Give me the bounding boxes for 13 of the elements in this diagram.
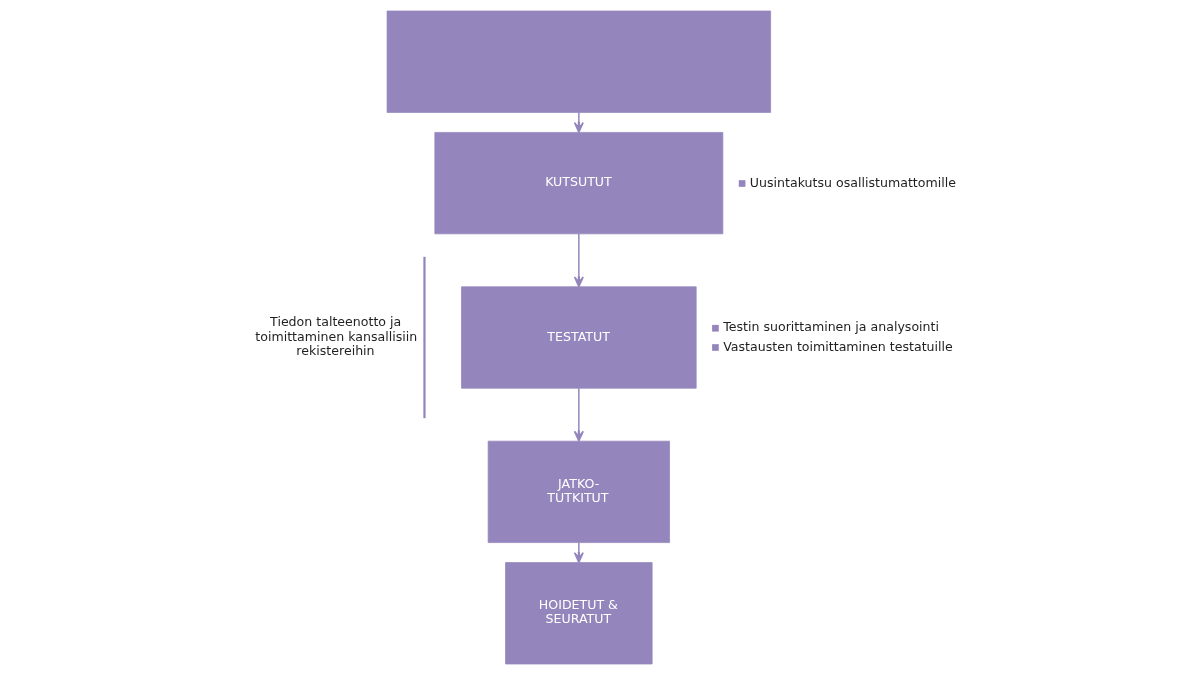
node-label: Vastausten toimittaminen testatuille (722, 338, 953, 354)
arrow (573, 233, 584, 288)
arrow (573, 387, 584, 442)
arrow (573, 111, 584, 133)
node-box (386, 10, 771, 113)
node-box: JATKO- TUTKITUT (487, 440, 670, 543)
node-box: TESTATUT (460, 286, 697, 389)
node-label: Uusintakutsu osallistumattomille (749, 174, 956, 190)
arrow (573, 542, 584, 564)
node-box: KUTSUTUT (433, 132, 723, 235)
label: Tiedon talteenotto ja toimittaminen kansallisiin rekistereihin (254, 314, 417, 358)
node-box: HOIDETUT & SEURATUT (504, 562, 652, 665)
node-label: Testin suorittaminen ja analysointi (722, 319, 939, 335)
